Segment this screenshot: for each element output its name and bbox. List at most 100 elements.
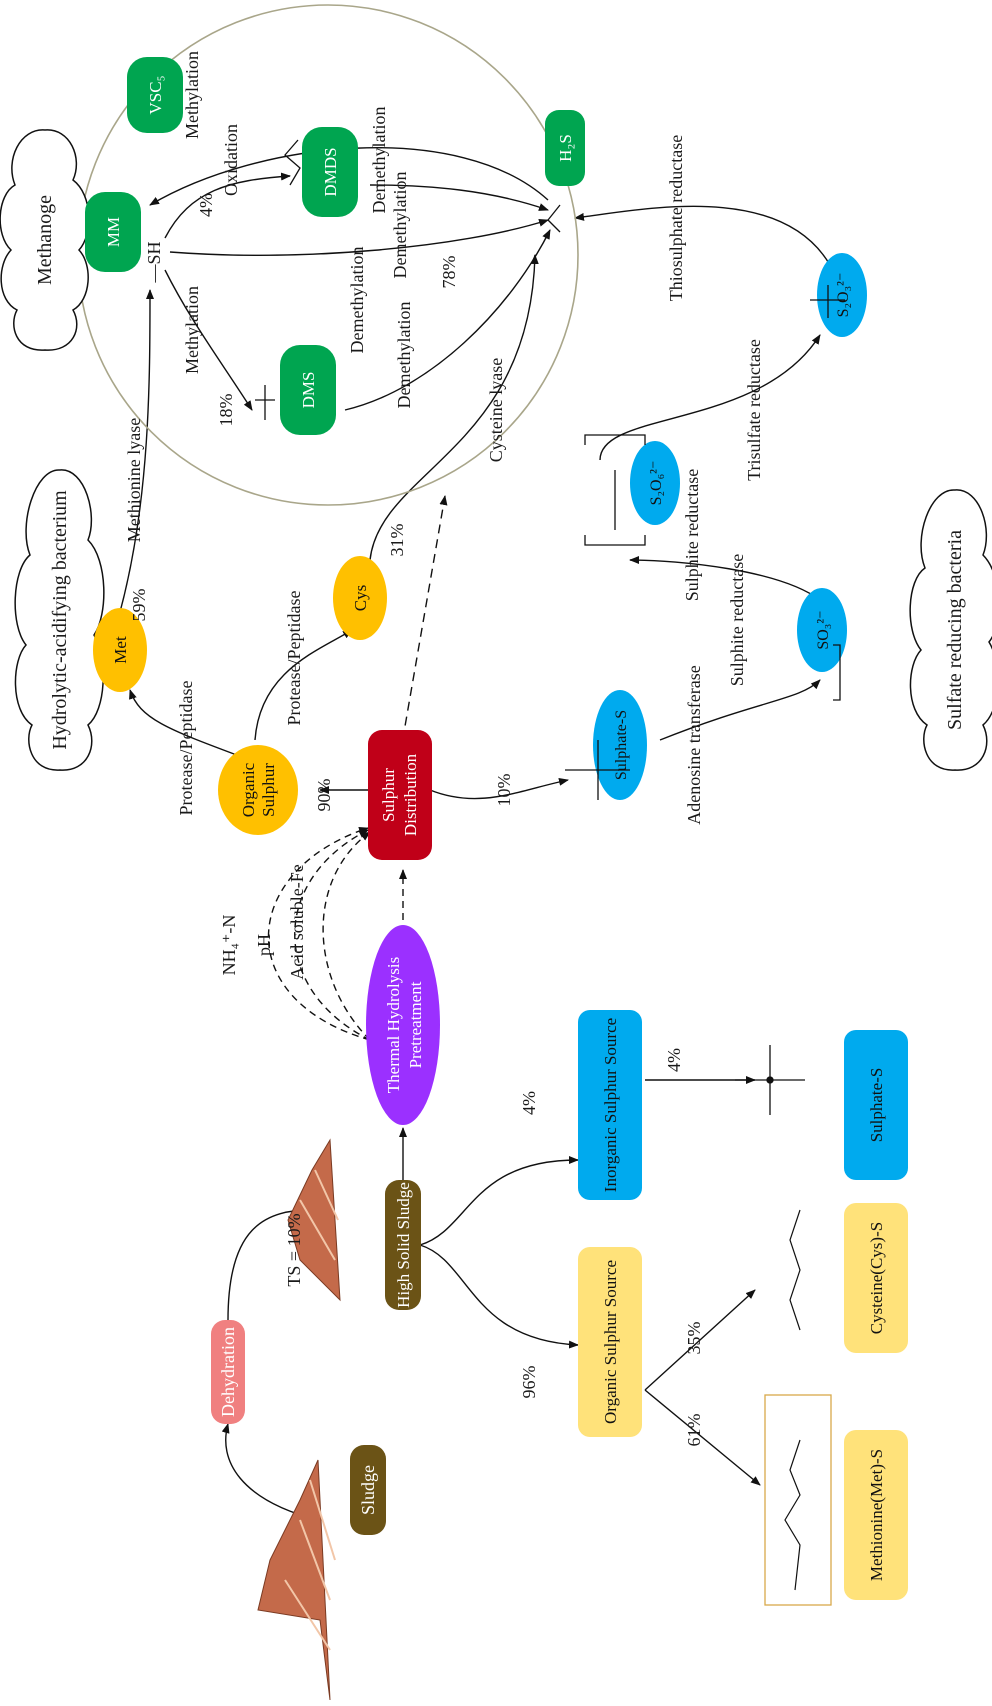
label-adenosine-transferase: Adenosine transferase xyxy=(684,665,704,824)
arrow-met-sh xyxy=(119,289,154,613)
node-met[interactable]: Met xyxy=(93,608,147,692)
node-cys-s-label: Cysteine(Cys)-S xyxy=(867,1222,886,1334)
dms-structure xyxy=(255,385,275,420)
node-methionine-s[interactable]: Methionine(Met)-S xyxy=(844,1430,908,1600)
node-organic-sulphur-source[interactable]: Organic Sulphur Source xyxy=(578,1247,642,1437)
label-pct-61: 61% xyxy=(684,1414,704,1447)
arrow-distribution-sulphate xyxy=(429,777,569,800)
node-dmds-label: DMDS xyxy=(321,147,340,196)
connectors xyxy=(119,147,831,1521)
label-protease-1: Protease/Peptidase xyxy=(176,681,196,816)
arrow-organic-cys xyxy=(644,1289,756,1391)
node-s2o6[interactable]: S₂O₆²⁻ xyxy=(630,441,680,525)
arrow-dms-h2s xyxy=(344,229,551,411)
cloud-methanoge-label: Methanoge xyxy=(34,195,56,285)
node-vsc5[interactable]: VSC₅ xyxy=(127,57,183,133)
node-dms[interactable]: DMS xyxy=(280,345,336,435)
node-high-solid-sludge-label: High Solid Sludge xyxy=(394,1182,413,1308)
label-pct-4-sulphate: 4% xyxy=(664,1048,684,1072)
label-demethylation-3: Demethylation xyxy=(390,172,410,279)
node-dehydration[interactable]: Dehydration xyxy=(211,1320,245,1424)
node-h2s[interactable]: H₂S xyxy=(545,110,585,186)
arrow-hss-organic xyxy=(419,1244,579,1349)
node-sulphate-s-bottom-label: Sulphate-S xyxy=(867,1068,886,1143)
arrow-hss-inorganic xyxy=(419,1156,579,1246)
node-cys-label: Cys xyxy=(351,585,370,611)
node-inorganic-source-label: Inorganic Sulphur Source xyxy=(601,1018,620,1192)
node-sulphate-s-source[interactable]: Sulphate-S xyxy=(844,1030,908,1180)
node-thermal-hydrolysis[interactable]: Thermal Hydrolysis Pretreatment xyxy=(366,925,440,1125)
node-cysteine-s[interactable]: Cysteine(Cys)-S xyxy=(844,1203,908,1353)
label-trisulfate-reductase: Trisulfate reductase xyxy=(744,339,764,481)
node-s2o3[interactable]: S₂O₃²⁻ xyxy=(817,253,867,337)
node-sulphate-s-label: Sulphate-S xyxy=(613,710,630,780)
node-sludge[interactable]: Sludge xyxy=(350,1445,386,1535)
label-sulphite-reductase-2: Sulphite reductase xyxy=(682,469,702,601)
sulphate-structure-top xyxy=(565,740,630,800)
node-inorganic-sulphur-source[interactable]: Inorganic Sulphur Source xyxy=(578,1010,642,1200)
node-sulphate-s[interactable]: Sulphate-S xyxy=(593,690,647,800)
arrow-fe-distribution xyxy=(322,831,371,1041)
arrow-sh-h2s xyxy=(169,218,549,256)
label-pct-96: 96% xyxy=(519,1366,539,1399)
node-so3-label: SO₃²⁻ xyxy=(815,610,832,649)
label-demethylation-1: Demethylation xyxy=(369,107,389,214)
sulphate-structure-bottom xyxy=(735,1045,805,1115)
label-pct-4-ox: 4% xyxy=(196,193,216,217)
node-s2o3-label: S₂O₃²⁻ xyxy=(835,273,852,318)
label-methylation-top: Methylation xyxy=(182,51,202,139)
node-met-label: Met xyxy=(111,636,130,664)
node-dms-label: DMS xyxy=(299,372,318,409)
node-sulphur-distribution-label-1: Sulphur xyxy=(379,768,398,822)
node-so3[interactable]: SO₃²⁻ xyxy=(797,588,847,672)
node-vsc5-label: VSC₅ xyxy=(146,75,165,114)
node-organic-sulphur-label-1: Organic xyxy=(239,762,258,817)
node-dehydration-label: Dehydration xyxy=(218,1327,238,1417)
label-pct-59: 59% xyxy=(129,589,149,622)
label-pct-10: 10% xyxy=(494,774,514,807)
sludge-pile-icon xyxy=(257,1459,336,1701)
label-thiosulphate-reductase: Thiosulphate reductase xyxy=(666,135,686,301)
s2o3-structure xyxy=(810,285,845,318)
h2s-structure xyxy=(547,204,561,233)
label-nh4: NH₄⁺-N xyxy=(219,915,239,976)
label-pct-35: 35% xyxy=(684,1322,704,1355)
node-met-s-label: Methionine(Met)-S xyxy=(867,1449,886,1581)
node-thp-label-1: Thermal Hydrolysis xyxy=(384,957,403,1093)
label-sh-group: —SH xyxy=(144,241,164,283)
node-sulphur-distribution-label-2: Distribution xyxy=(401,753,420,836)
arrow-sh-dmds xyxy=(164,172,291,239)
cloud-sulfate-reducing-label: Sulfate reducing bacteria xyxy=(944,530,966,730)
node-high-solid-sludge[interactable]: High Solid Sludge xyxy=(385,1180,421,1310)
high-solid-sludge-pile-icon xyxy=(287,1138,341,1302)
arrow-dmds-h2s xyxy=(369,184,549,211)
arrow-cys-h2s xyxy=(369,254,539,561)
label-demethylation-2: Demethylation xyxy=(347,247,367,354)
node-h2s-label: H₂S xyxy=(556,134,575,162)
node-sulphur-distribution[interactable]: Sulphur Distribution xyxy=(368,730,432,860)
s2o6-structure xyxy=(584,434,646,546)
label-protease-2: Protease/Peptidase xyxy=(284,591,304,726)
arrow-organic-cys-ellipse xyxy=(254,629,353,741)
node-thp-label-2: Pretreatment xyxy=(406,981,425,1068)
arrow-s2o6-s2o3 xyxy=(599,334,821,461)
label-pct-78: 78% xyxy=(439,256,459,289)
label-demethylation-4: Demethylation xyxy=(394,302,414,409)
cloud-hydrolytic: Hydrolytic-acidifying bacterium xyxy=(14,469,105,771)
label-ph: pH xyxy=(254,934,274,956)
label-oxidation: Oxidation xyxy=(221,124,241,196)
cloud-methanoge: Methanoge xyxy=(0,129,90,351)
cloud-sulfate-reducing: Sulfate reducing bacteria xyxy=(909,489,992,771)
node-mm-label: MM xyxy=(104,217,123,247)
label-sulphite-reductase-1: Sulphite reductase xyxy=(727,554,747,686)
node-organic-sulphur-label-2: Sulphur xyxy=(259,763,278,817)
node-organic-source-label: Organic Sulphur Source xyxy=(601,1260,620,1424)
label-acid-fe: Acid soluble-Fe xyxy=(287,864,307,979)
node-organic-sulphur[interactable]: Organic Sulphur xyxy=(218,745,298,835)
label-methionine-lyase: Methionine lyase xyxy=(124,418,144,542)
label-pct-4-inorg: 4% xyxy=(519,1091,539,1115)
node-cys[interactable]: Cys xyxy=(333,556,387,640)
node-dmds[interactable]: DMDS xyxy=(302,127,358,217)
node-mm[interactable]: MM xyxy=(85,192,141,272)
